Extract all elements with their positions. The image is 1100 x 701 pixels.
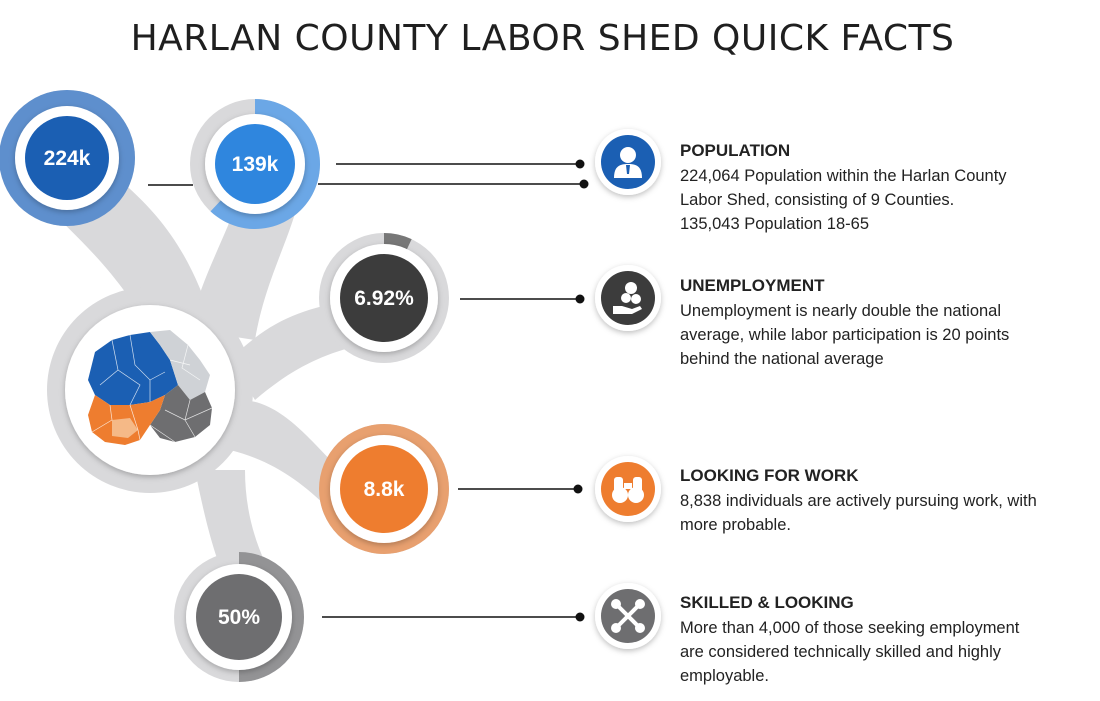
fact-line: employable. xyxy=(680,667,769,685)
bubble-label: 224k xyxy=(44,147,91,170)
connector-dots xyxy=(573,159,589,622)
bubble-core xyxy=(25,116,109,200)
fact-line: Unemployment is nearly double the nation… xyxy=(680,302,1002,320)
fact-population: POPULATION 224,064 Population within the… xyxy=(680,140,1090,236)
person-icon xyxy=(595,129,661,195)
fact-line: 8,838 individuals are actively pursuing … xyxy=(680,492,1037,510)
fact-heading: UNEMPLOYMENT xyxy=(680,276,825,295)
bubble-core xyxy=(340,445,428,533)
fact-line: are considered technically skilled and h… xyxy=(680,643,1002,661)
fact-skilled-and-looking: SKILLED & LOOKING More than 4,000 of tho… xyxy=(680,592,1090,688)
bubble-core xyxy=(215,124,295,204)
fact-body: 8,838 individuals are actively pursuing … xyxy=(680,489,1090,537)
county-map xyxy=(88,330,213,445)
stem-looking xyxy=(230,400,340,510)
fact-line: More than 4,000 of those seeking employm… xyxy=(680,619,1020,637)
fact-body: Unemployment is nearly double the nation… xyxy=(680,299,1090,371)
bubble-224k: 224k xyxy=(0,90,135,226)
fact-unemployment: UNEMPLOYMENT Unemployment is nearly doub… xyxy=(680,275,1090,371)
fact-looking-for-work: LOOKING FOR WORK 8,838 individuals are a… xyxy=(680,465,1090,537)
stat-bubbles: 224k 139k 6.92% 8.8k 50% xyxy=(0,90,449,682)
tools-icon xyxy=(595,583,661,649)
bubble-139k: 139k xyxy=(190,99,320,229)
fact-line: average, while labor participation is 20… xyxy=(680,326,1010,344)
bubble-8-8k: 8.8k xyxy=(319,424,449,554)
fact-icons xyxy=(595,129,661,649)
bubble-label: 139k xyxy=(232,153,279,176)
fact-line: more probable. xyxy=(680,516,791,534)
fact-heading: SKILLED & LOOKING xyxy=(680,593,854,612)
connector-lines xyxy=(148,163,584,618)
fact-body: More than 4,000 of those seeking employm… xyxy=(680,616,1090,688)
bubble-core xyxy=(340,254,428,342)
fact-heading: LOOKING FOR WORK xyxy=(680,466,859,485)
bubble-label: 6.92% xyxy=(354,287,414,310)
stem-right-top xyxy=(190,195,300,340)
fact-line: Labor Shed, consisting of 9 Counties. xyxy=(680,191,955,209)
bubble-6-92: 6.92% xyxy=(319,233,449,363)
bubble-50: 50% xyxy=(174,552,304,682)
binoculars-icon xyxy=(595,456,661,522)
fact-body: 224,064 Population within the Harlan Cou… xyxy=(680,164,1090,236)
fact-line: behind the national average xyxy=(680,350,884,368)
page-title: HARLAN COUNTY LABOR SHED QUICK FACTS xyxy=(130,18,955,59)
bubble-core xyxy=(196,574,282,660)
fact-line: 135,043 Population 18-65 xyxy=(680,215,869,233)
county-map-hub xyxy=(47,287,253,493)
bubble-label: 50% xyxy=(218,606,260,629)
bubble-label: 8.8k xyxy=(364,478,405,501)
hand-coins-icon xyxy=(595,265,661,331)
fact-heading: POPULATION xyxy=(680,141,791,160)
fact-line: 224,064 Population within the Harlan Cou… xyxy=(680,167,1007,185)
